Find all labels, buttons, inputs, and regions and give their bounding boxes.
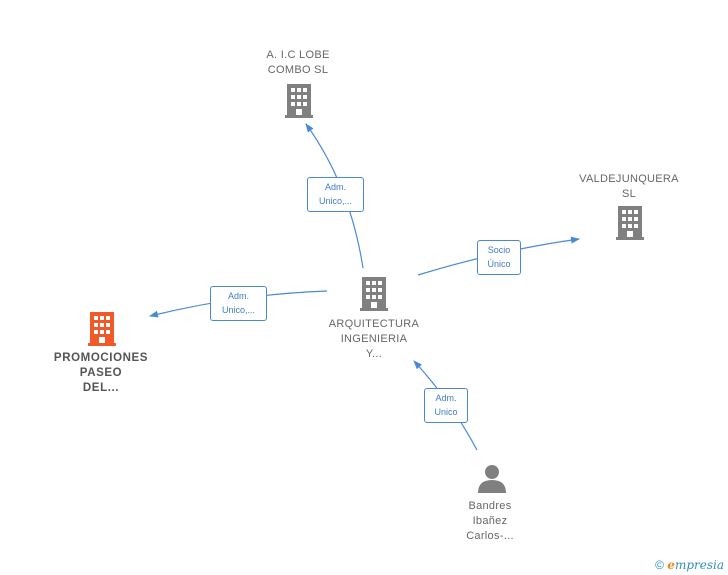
empresia-watermark: © empresia — [655, 558, 724, 572]
edge-label-to-left[interactable]: Adm. Unico,... — [210, 286, 267, 321]
building-icon[interactable] — [616, 206, 644, 240]
copyright-symbol: © — [655, 558, 664, 572]
node-label-center[interactable]: ARQUITECTURA INGENIERIA Y... — [328, 318, 420, 360]
node-label-right[interactable]: VALDEJUNQUERA SL — [579, 173, 679, 200]
person-icon[interactable] — [478, 465, 506, 493]
node-label-left[interactable]: PROMOCIONES PASEO DEL... — [53, 352, 149, 394]
node-label-person[interactable]: Bandres Ibañez Carlos-... — [466, 500, 514, 542]
building-icon[interactable] — [360, 277, 388, 311]
building-icon[interactable] — [285, 84, 313, 118]
edge-label-to-right[interactable]: Socio Único — [477, 240, 521, 275]
building-icon[interactable] — [88, 312, 116, 346]
edge-label-from-person[interactable]: Adm. Unico — [424, 388, 468, 423]
brand-name: empresia — [667, 558, 724, 572]
edge-label-to-top[interactable]: Adm. Unico,... — [307, 177, 364, 212]
node-label-top[interactable]: A. I.C LOBE COMBO SL — [266, 49, 330, 76]
